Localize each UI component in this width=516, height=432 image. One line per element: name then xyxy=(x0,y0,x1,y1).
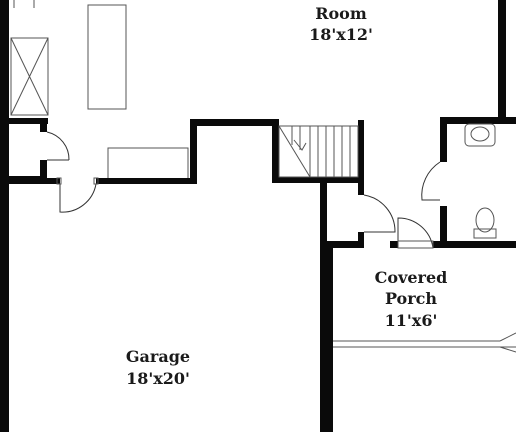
bath-door xyxy=(421,161,441,201)
doors xyxy=(46,131,441,249)
porch-door xyxy=(397,217,434,249)
counter-cabinet xyxy=(87,4,127,110)
porch-size-label: 11'x6' xyxy=(385,311,438,330)
room-labels: Room 18'x12' Covered Porch 11'x6' Garage… xyxy=(126,4,447,388)
closet-storage xyxy=(10,37,49,116)
staircase xyxy=(278,125,359,178)
sink-counter xyxy=(464,123,496,147)
room-size-label: 18'x12' xyxy=(309,25,373,44)
closet-door-swing xyxy=(46,131,70,161)
upper-left-fixtures xyxy=(10,0,189,181)
room-name-label: Room xyxy=(315,4,367,23)
toilet-bowl xyxy=(475,207,495,233)
bench-unit xyxy=(107,147,189,181)
porch-name-line1: Covered xyxy=(375,268,448,287)
porch-outline xyxy=(333,332,516,353)
hall-door xyxy=(363,194,396,233)
bathroom-fixtures xyxy=(464,123,497,239)
sink-bowl xyxy=(470,126,490,142)
porch-name-line2: Porch xyxy=(385,289,437,308)
toilet-tank xyxy=(473,228,497,239)
garage-size-label: 18'x20' xyxy=(126,369,190,388)
garage-name-label: Garage xyxy=(126,347,190,366)
garage-entry-door xyxy=(59,183,97,213)
